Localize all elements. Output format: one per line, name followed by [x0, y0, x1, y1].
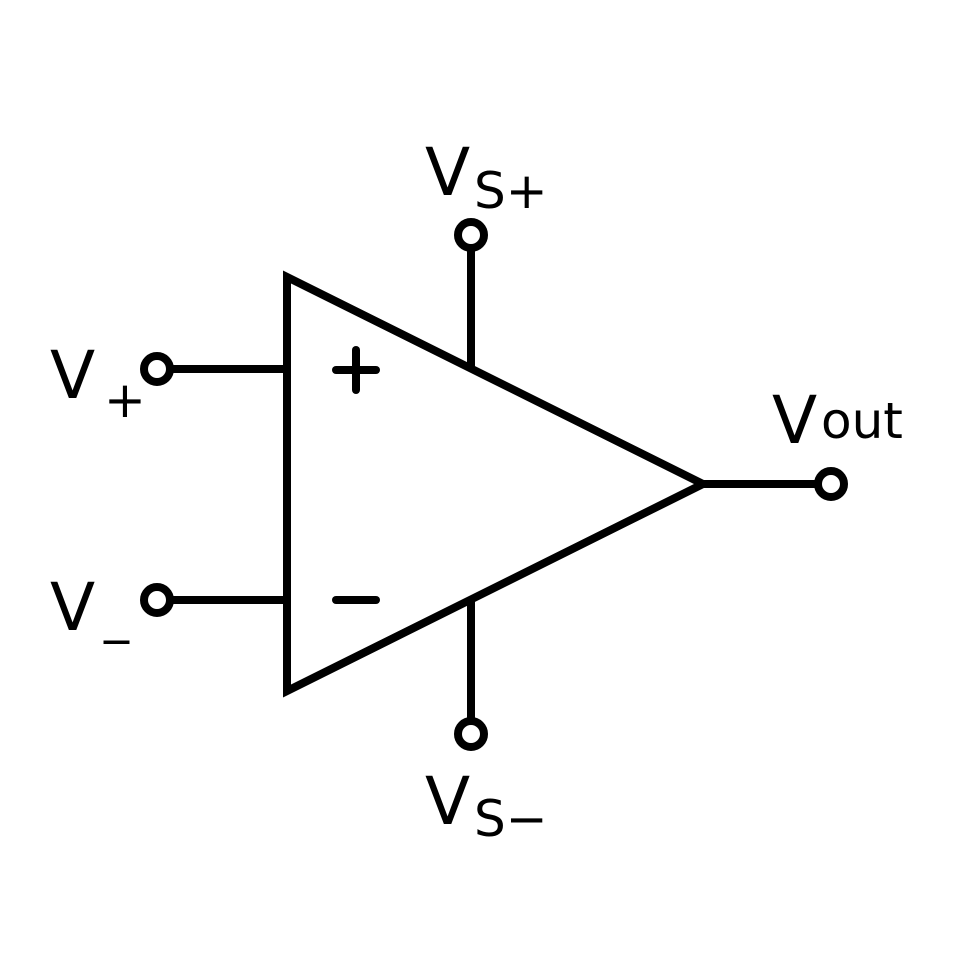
plus-sign-icon	[332, 346, 380, 394]
vout-label: V out	[772, 382, 903, 459]
vs-plus-main-text: V	[425, 134, 470, 211]
v-minus-label: V _	[50, 569, 130, 646]
v-minus-main-text: V	[50, 569, 95, 646]
vs-minus-label: V S−	[425, 763, 548, 848]
v-plus-main-text: V	[50, 337, 95, 414]
v-plus-subscript: +	[104, 371, 146, 429]
vout-subscript: out	[821, 392, 903, 450]
positive-supply-terminal	[454, 218, 488, 252]
vs-minus-main-text: V	[425, 763, 470, 840]
negative-supply-terminal	[454, 717, 488, 751]
vs-minus-subscript: S−	[474, 790, 548, 848]
vs-plus-label: V S+	[425, 134, 548, 220]
v-plus-label: V +	[50, 337, 146, 429]
amplifier-triangle	[283, 270, 712, 698]
non-inverting-input-terminal	[140, 352, 174, 386]
inverting-input-terminal	[140, 583, 174, 617]
output-terminal	[814, 467, 848, 501]
vs-plus-subscript: S+	[474, 162, 548, 220]
vout-main-text: V	[772, 382, 817, 459]
v-minus-subscript: _	[103, 586, 130, 644]
